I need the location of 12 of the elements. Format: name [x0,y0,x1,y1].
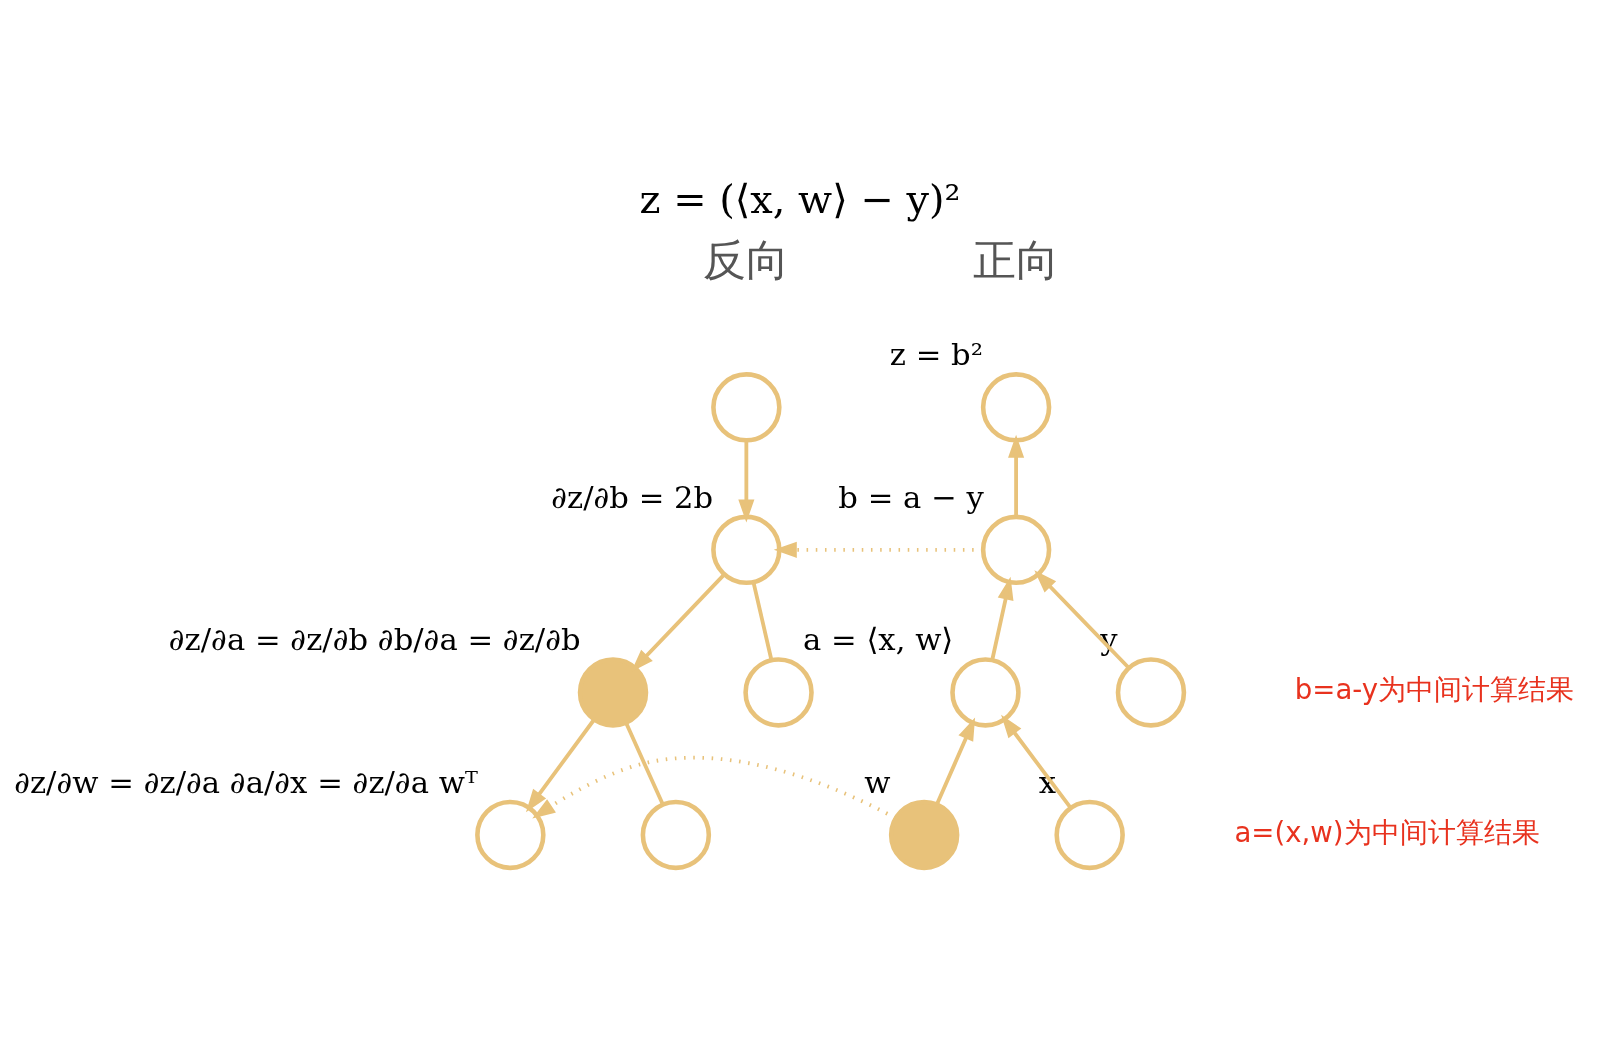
node-label: w [864,764,891,800]
node-label: a = ⟨x, w⟩ [803,621,954,657]
label: a=(x,w)为中间计算结果 [1234,815,1540,849]
label: b=a-y为中间计算结果 [1294,672,1575,706]
node-label: ∂z/∂a = ∂z/∂b ∂b/∂a = ∂z/∂b [168,621,581,657]
label: 正向 [973,234,1060,285]
node-label: b = a − y [838,479,984,515]
label: 反向 [703,234,790,285]
diagram-title: z = (⟨x, w⟩ − y)² [639,175,961,222]
node-label: ∂z/∂w = ∂z/∂a ∂a/∂x = ∂z/∂a wᵀ [14,764,478,800]
node-label: ∂z/∂b = 2b [551,479,714,515]
node-label: z = b² [889,336,983,372]
